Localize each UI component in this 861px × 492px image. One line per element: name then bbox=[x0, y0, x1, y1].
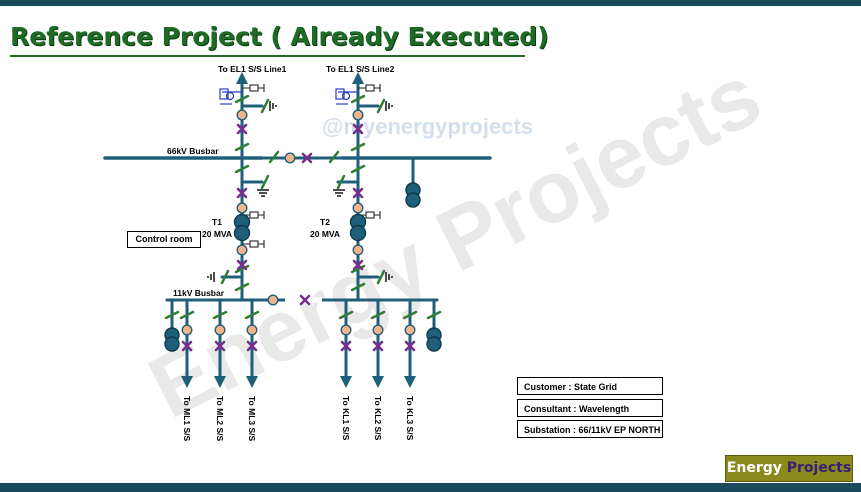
earth-line1 bbox=[269, 101, 277, 111]
consultant-box: Consultant : Wavelength bbox=[517, 399, 663, 417]
logo-word-energy: Energy bbox=[726, 460, 782, 476]
arrow-kl1 bbox=[340, 376, 352, 388]
frame-bottom-border bbox=[0, 483, 861, 492]
arrow-ml1 bbox=[181, 376, 193, 388]
label-t2-name: T2 bbox=[320, 217, 330, 227]
feeder-label-ml3: To ML3 S/S bbox=[247, 396, 257, 442]
label-line2: To EL1 S/S Line2 bbox=[326, 64, 395, 74]
label-t1-name: T1 bbox=[212, 217, 222, 227]
feeder-label-ml2: To ML2 S/S bbox=[215, 396, 225, 442]
feeder-label-kl3: To KL3 S/S bbox=[405, 396, 415, 441]
aux-transformer-66 bbox=[405, 182, 421, 208]
label-busbar-11kv: 11kV Busbar bbox=[173, 288, 225, 298]
arrows bbox=[181, 72, 416, 388]
arrow-line2 bbox=[352, 72, 364, 84]
label-line1: To EL1 S/S Line1 bbox=[218, 64, 287, 74]
vt-line1 bbox=[219, 88, 242, 105]
energy-projects-logo: Energy Projects bbox=[725, 455, 853, 482]
frame-top-border bbox=[0, 0, 861, 6]
bus-coupler-66kv bbox=[262, 150, 342, 166]
watermark-big: Energy Projects bbox=[134, 45, 776, 437]
earth-t1-hv bbox=[257, 189, 269, 197]
arrow-ml3 bbox=[246, 376, 258, 388]
page-title: Reference Project ( Already Executed) bbox=[10, 22, 549, 51]
arrow-kl2 bbox=[372, 376, 384, 388]
arrow-ml2 bbox=[214, 376, 226, 388]
label-busbar-66kv: 66kV Busbar bbox=[167, 146, 219, 156]
arrow-line1 bbox=[236, 72, 248, 84]
vt-line2 bbox=[335, 88, 358, 105]
label-t1-rating: 20 MVA bbox=[202, 229, 232, 239]
control-room-box: Control room bbox=[127, 231, 201, 248]
earth-t1-lv bbox=[207, 272, 215, 282]
transformer-t2 bbox=[349, 213, 367, 242]
earth-symbols bbox=[207, 101, 393, 282]
arrow-kl3 bbox=[404, 376, 416, 388]
current-transformers bbox=[181, 109, 416, 336]
earth-t2-hv bbox=[333, 189, 345, 197]
substation-box: Substation : 66/11kV EP NORTH bbox=[517, 420, 663, 438]
surge-arresters bbox=[242, 84, 381, 248]
earth-t2-lv bbox=[385, 272, 393, 282]
disconnect-switches bbox=[164, 94, 442, 320]
title-underline bbox=[10, 55, 525, 57]
earth-line2 bbox=[385, 101, 393, 111]
aux-transformer-11-right bbox=[426, 327, 442, 352]
aux-transformer-11-left bbox=[164, 327, 180, 352]
feeder-label-kl1: To KL1 S/S bbox=[341, 396, 351, 441]
label-t2-rating: 20 MVA bbox=[310, 229, 340, 239]
customer-box: Customer : State Grid bbox=[517, 377, 663, 395]
circuit-breakers bbox=[181, 123, 416, 352]
feeder-label-ml1: To ML1 S/S bbox=[182, 396, 192, 442]
feeder-label-kl2: To KL2 S/S bbox=[373, 396, 383, 441]
logo-word-projects: Projects bbox=[786, 460, 852, 476]
transformer-t1 bbox=[233, 213, 251, 242]
